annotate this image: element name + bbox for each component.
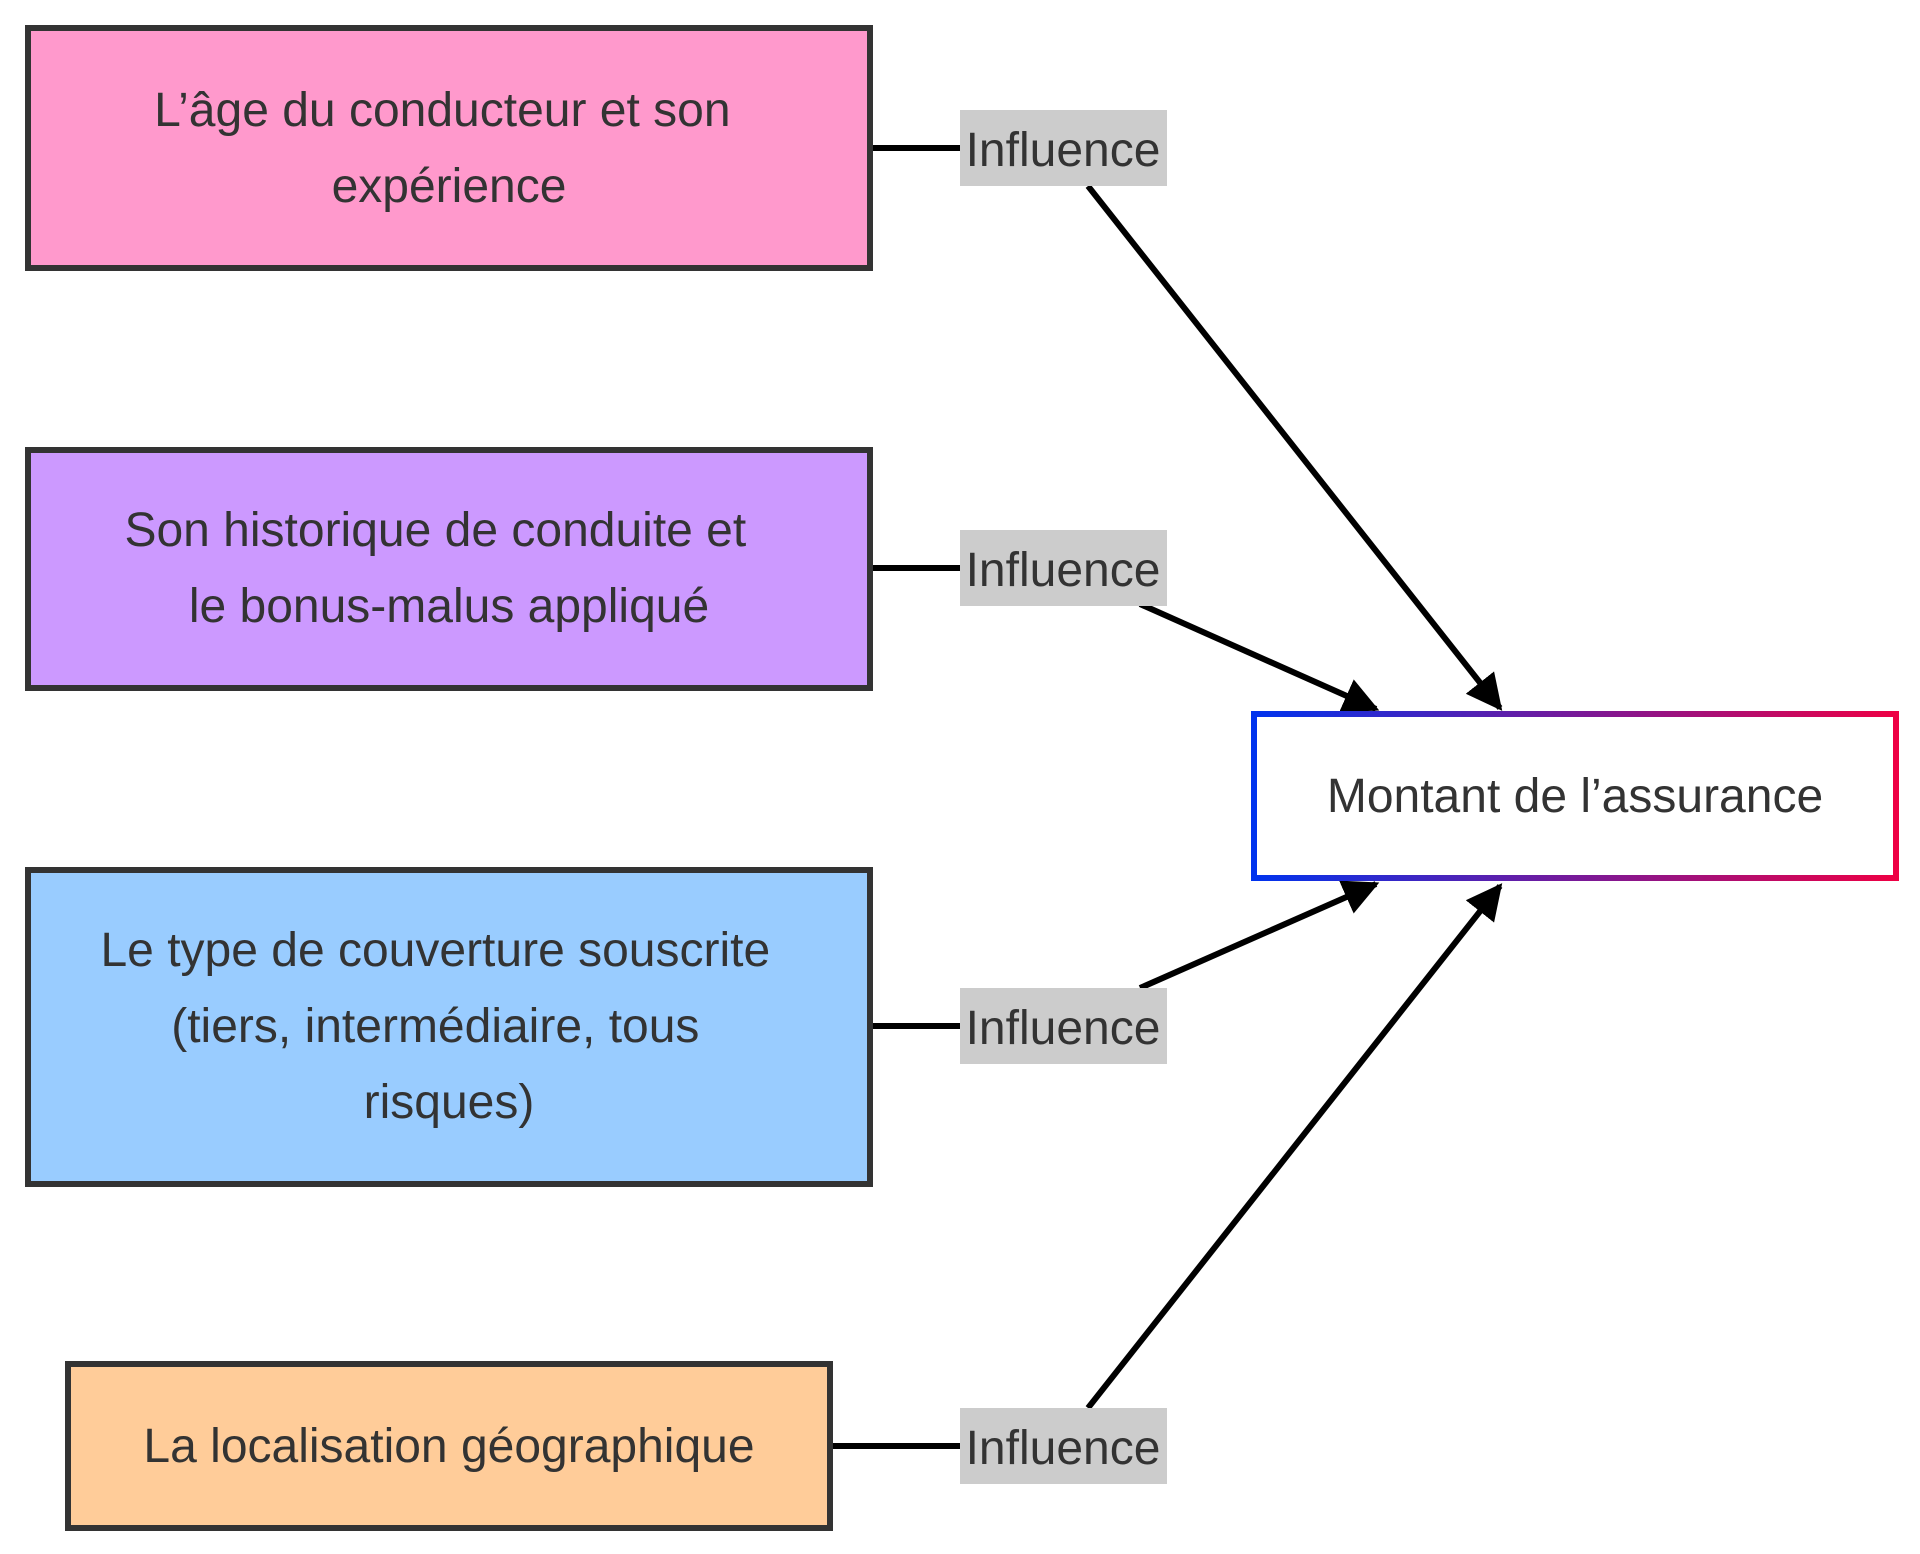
edge-label: Influence bbox=[966, 1422, 1161, 1475]
node-coverage-type: Le type de couverture souscrite (tiers, … bbox=[25, 867, 873, 1187]
node-box bbox=[25, 867, 873, 1187]
edge-arrow-line bbox=[1138, 601, 1380, 713]
node-label-line: risques) bbox=[364, 1076, 535, 1129]
node-insurance-amount: Montant de l’assurance bbox=[1251, 711, 1899, 881]
edge-label-background bbox=[960, 530, 1167, 606]
edge-coverage-target: Influence bbox=[872, 880, 1380, 1064]
node-label: L’âge du conducteur et son expérience bbox=[154, 84, 744, 213]
edge-arrow-line bbox=[1085, 883, 1503, 1410]
node-label-line: La localisation géographique bbox=[143, 1420, 754, 1473]
edge-arrow-line bbox=[1085, 184, 1503, 711]
edge-arrow-line bbox=[1138, 880, 1380, 991]
node-label: La localisation géographique bbox=[143, 1420, 754, 1473]
edge-history-target: Influence bbox=[872, 530, 1380, 713]
edge-location-target: Influence bbox=[832, 883, 1503, 1484]
node-box bbox=[25, 25, 873, 271]
edge-label: Influence bbox=[966, 1002, 1161, 1055]
edge-label-background bbox=[960, 988, 1167, 1064]
node-location: La localisation géographique bbox=[65, 1361, 833, 1531]
node-driving-history: Son historique de conduite et le bonus-m… bbox=[25, 447, 873, 691]
node-label-line: le bonus-malus appliqué bbox=[189, 580, 709, 633]
node-label-line: Le type de couverture souscrite bbox=[100, 924, 770, 977]
node-label: Montant de l’assurance bbox=[1327, 770, 1823, 823]
node-box bbox=[65, 1361, 833, 1531]
node-label-line: Montant de l’assurance bbox=[1327, 770, 1823, 823]
edge-label-background bbox=[960, 110, 1167, 186]
edge-age-target: Influence bbox=[872, 110, 1503, 711]
node-driver-age: L’âge du conducteur et son expérience bbox=[25, 25, 873, 271]
edge-label: Influence bbox=[966, 124, 1161, 177]
node-label-line: L’âge du conducteur et son bbox=[154, 84, 730, 137]
node-label: Le type de couverture souscrite (tiers, … bbox=[100, 924, 783, 1129]
node-label-line: Son historique de conduite et bbox=[124, 504, 746, 557]
node-box bbox=[1251, 711, 1899, 881]
edge-label-background bbox=[960, 1408, 1167, 1484]
node-label-line: (tiers, intermédiaire, tous bbox=[171, 1000, 699, 1053]
node-label-line: expérience bbox=[332, 160, 567, 213]
node-box bbox=[25, 447, 873, 691]
edge-label: Influence bbox=[966, 544, 1161, 597]
node-label: Son historique de conduite et le bonus-m… bbox=[124, 504, 759, 633]
